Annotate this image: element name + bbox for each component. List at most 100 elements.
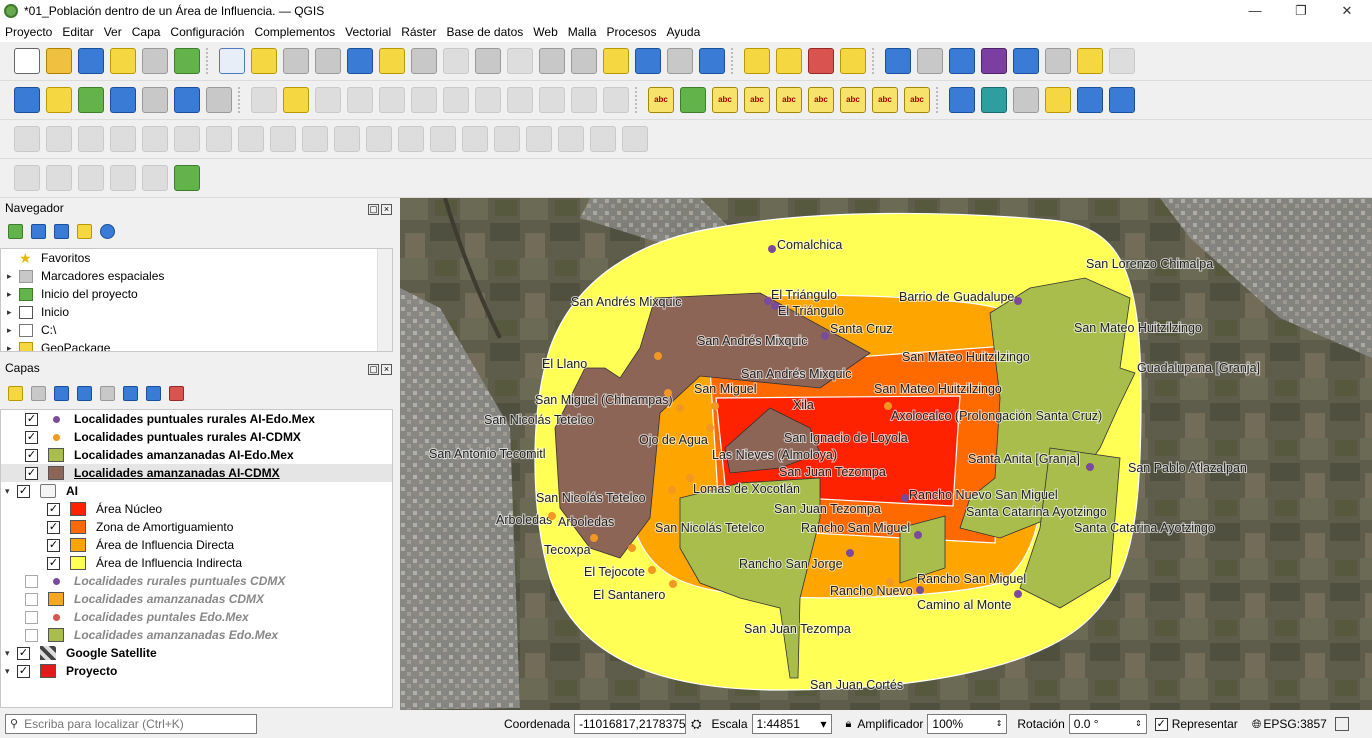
layer-visibility-checkbox[interactable]: ✓ — [25, 430, 38, 444]
toolbar-grip[interactable] — [238, 87, 243, 113]
close-panel-icon[interactable]: × — [381, 364, 392, 375]
digitize-segment-icon[interactable] — [46, 126, 72, 152]
new-project-icon[interactable] — [14, 48, 40, 74]
collapse-all-icon[interactable] — [77, 223, 92, 239]
add-virtual-layer-icon[interactable] — [206, 87, 232, 113]
split-features-icon[interactable] — [462, 126, 488, 152]
messages-icon[interactable] — [1334, 717, 1349, 731]
add-circle-icon[interactable] — [46, 165, 72, 191]
change-label-icon[interactable]: abc — [904, 87, 930, 113]
layer-item[interactable]: Localidades puntales Edo.Mex — [1, 608, 392, 626]
open-layer-styling-icon[interactable] — [8, 385, 23, 401]
layout-manager-icon[interactable] — [142, 48, 168, 74]
toggle-display-labels-icon[interactable]: abc — [744, 87, 770, 113]
lock-scale-icon[interactable]: 🔒︎ — [845, 717, 852, 730]
browser-item-c-drive[interactable]: ▸C:\ — [1, 321, 392, 339]
layer-item[interactable]: ▾✓Proyecto — [1, 662, 392, 680]
temporal-controller-icon[interactable] — [667, 48, 693, 74]
select-by-value-icon[interactable] — [776, 48, 802, 74]
save-project-icon[interactable] — [78, 48, 104, 74]
toolbar-grip[interactable] — [635, 87, 640, 113]
attribute-table-icon[interactable] — [917, 48, 943, 74]
menu-ayuda[interactable]: Ayuda — [666, 25, 701, 39]
tree-expander[interactable]: ▸ — [7, 288, 12, 299]
fill-ring-icon[interactable] — [238, 126, 264, 152]
zoom-to-selection-icon[interactable] — [379, 48, 405, 74]
layer-item[interactable]: Localidades rurales puntuales CDMX — [1, 572, 392, 590]
tree-expander[interactable]: ▸ — [7, 324, 12, 335]
move-label-icon[interactable]: abc — [840, 87, 866, 113]
attribute-table-open-icon[interactable] — [1013, 48, 1039, 74]
offset-curve-icon[interactable] — [366, 126, 392, 152]
rotate-point-symbols-icon[interactable] — [590, 126, 616, 152]
copy-features-icon[interactable] — [507, 87, 533, 113]
manage-map-themes-icon[interactable] — [54, 385, 69, 401]
statistical-summary-icon[interactable] — [981, 48, 1007, 74]
delete-ring-icon[interactable] — [270, 126, 296, 152]
merge-attributes-icon[interactable] — [558, 126, 584, 152]
modify-attributes-icon[interactable] — [411, 87, 437, 113]
tree-expander[interactable]: ▸ — [7, 270, 12, 281]
layer-item[interactable]: ✓Área de Influencia Indirecta — [1, 554, 392, 572]
layer-diagram-icon[interactable] — [680, 87, 706, 113]
add-ring-icon[interactable] — [174, 126, 200, 152]
tree-expander[interactable]: ▾ — [5, 485, 10, 496]
layer-visibility-checkbox[interactable]: ✓ — [47, 538, 60, 552]
simplify-feature-icon[interactable] — [142, 126, 168, 152]
toolbar-grip[interactable] — [936, 87, 941, 113]
expand-all-icon[interactable] — [123, 385, 138, 401]
toolbar-grip[interactable] — [872, 48, 877, 74]
menu-vectorial[interactable]: Vectorial — [345, 25, 392, 39]
tree-expander[interactable]: ▸ — [7, 342, 12, 352]
layer-item[interactable]: ✓Localidades amanzanadas AI-Edo.Mex — [1, 446, 392, 464]
add-raster-layer-icon[interactable] — [110, 87, 136, 113]
redo-icon[interactable] — [603, 87, 629, 113]
menu-web[interactable]: Web — [533, 25, 558, 39]
filter-expression-icon[interactable] — [100, 385, 115, 401]
show-hide-labels-icon[interactable]: abc — [808, 87, 834, 113]
add-rectangle-icon[interactable] — [110, 165, 136, 191]
menu-proyecto[interactable]: Proyecto — [5, 25, 53, 39]
menu-ver[interactable]: Ver — [103, 25, 122, 39]
add-selected-layers-icon[interactable] — [8, 223, 23, 239]
plugin-search-icon[interactable] — [1013, 87, 1039, 113]
reshape-features-icon[interactable] — [334, 126, 360, 152]
zoom-in-icon[interactable] — [283, 48, 309, 74]
crs-button[interactable]: EPSG:3857 — [1263, 717, 1327, 731]
split-parts-icon[interactable] — [494, 126, 520, 152]
menu-complementos[interactable]: Complementos — [254, 25, 336, 39]
zoom-out-icon[interactable] — [315, 48, 341, 74]
render-checkbox[interactable]: ✓ — [1154, 717, 1168, 731]
advanced-digitizing-icon[interactable] — [14, 126, 40, 152]
browser-item-inicio-proyecto[interactable]: ▸Inicio del proyecto — [1, 285, 392, 303]
zoom-last-icon[interactable] — [475, 48, 501, 74]
add-package-icon[interactable] — [46, 87, 72, 113]
paste-features-icon[interactable] — [539, 87, 565, 113]
remove-layer-icon[interactable] — [169, 385, 184, 401]
new-map-view-icon[interactable] — [539, 48, 565, 74]
layer-visibility-checkbox[interactable]: ✓ — [47, 502, 60, 516]
vertex-tool-icon[interactable] — [379, 87, 405, 113]
layer-item[interactable]: Localidades amanzanadas Edo.Mex — [1, 626, 392, 644]
delete-selected-icon[interactable] — [443, 87, 469, 113]
layer-item[interactable]: ▾✓Google Satellite — [1, 644, 392, 662]
close-panel-icon[interactable]: × — [381, 204, 392, 215]
add-regular-polygon-icon[interactable] — [142, 165, 168, 191]
layer-item[interactable]: ✓Área de Influencia Directa — [1, 536, 392, 554]
merge-features-icon[interactable] — [526, 126, 552, 152]
scale-combobox[interactable]: 1:44851▾ — [751, 714, 832, 734]
layer-visibility-checkbox[interactable]: ✓ — [25, 448, 38, 462]
zoom-next-icon[interactable] — [507, 48, 533, 74]
add-layer-icon[interactable] — [14, 87, 40, 113]
layer-visibility-checkbox[interactable]: ✓ — [17, 664, 30, 678]
layer-visibility-checkbox[interactable] — [25, 574, 38, 588]
maximize-button[interactable]: ❐ — [1295, 3, 1307, 18]
float-panel-icon[interactable]: ▢ — [368, 204, 379, 215]
new-print-layout-icon[interactable] — [110, 48, 136, 74]
layer-visibility-checkbox[interactable]: ✓ — [47, 520, 60, 534]
style-manager-icon[interactable] — [174, 48, 200, 74]
layer-visibility-checkbox[interactable]: ✓ — [25, 412, 38, 426]
toggle-editing-icon[interactable] — [283, 87, 309, 113]
